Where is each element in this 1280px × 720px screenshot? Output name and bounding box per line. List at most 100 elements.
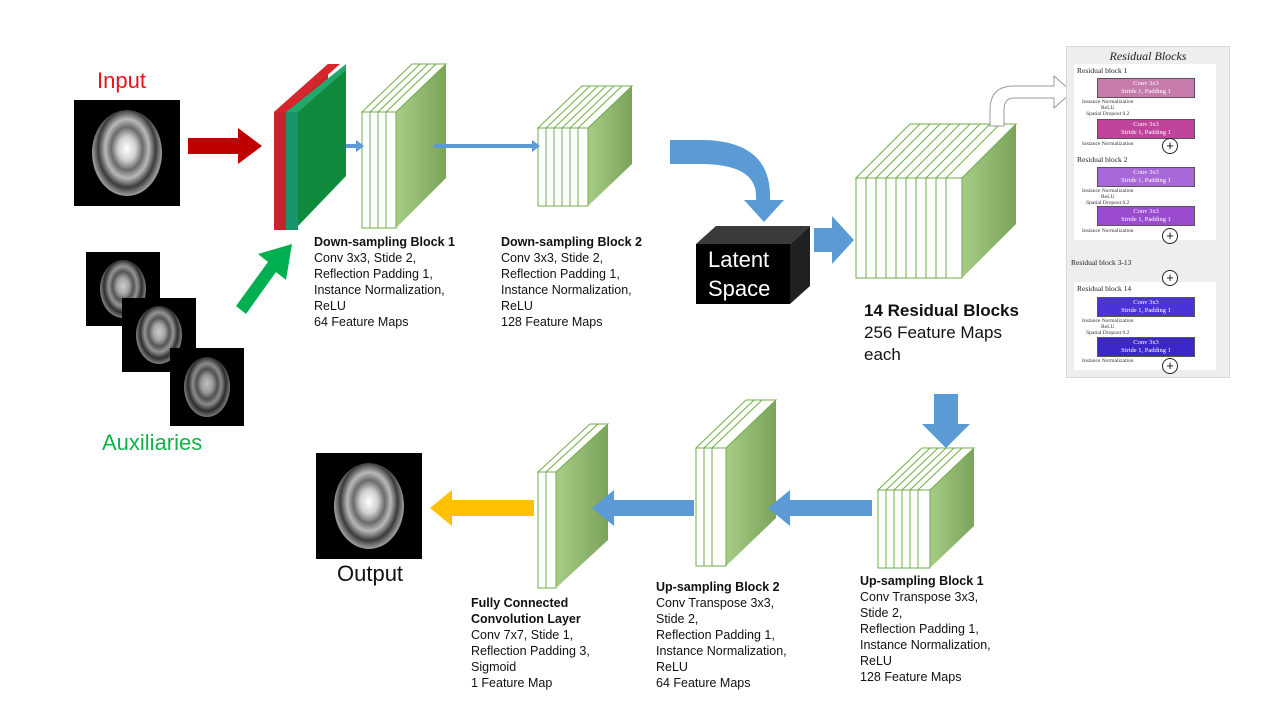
down-block-1-caption: Down-sampling Block 1 Conv 3x3, Stide 2,… bbox=[314, 234, 455, 330]
fc-line: Conv 7x7, Stide 1, bbox=[471, 628, 574, 642]
down-block-1-line: 64 Feature Maps bbox=[314, 315, 409, 329]
conv-label: Conv 3x3 bbox=[1133, 339, 1159, 346]
arrow-to-residual-detail bbox=[989, 74, 1073, 127]
residual-conv-box: Conv 3x3 Stride 1, Padding 1 bbox=[1097, 78, 1195, 98]
down-block-2-title: Down-sampling Block 2 bbox=[501, 235, 642, 249]
residual-conv-box: Conv 3x3 Stride 1, Padding 1 bbox=[1097, 297, 1195, 317]
down-block-1-line: Instance Normalization, bbox=[314, 283, 445, 297]
residual-conv-box: Conv 3x3 Stride 1, Padding 1 bbox=[1097, 119, 1195, 139]
mid-line: Instance Normalization bbox=[1082, 188, 1134, 194]
residual-block-mid-label: Residual block 3-13 bbox=[1071, 258, 1132, 267]
input-mri-image bbox=[74, 100, 180, 206]
conv-params: Stride 1, Padding 1 bbox=[1121, 216, 1171, 223]
fc-line: Reflection Padding 3, bbox=[471, 644, 590, 658]
conv-label: Conv 3x3 bbox=[1133, 121, 1159, 128]
input-layer-stack bbox=[274, 64, 346, 230]
conv-label: Conv 3x3 bbox=[1133, 208, 1159, 215]
down-block-1-line: Reflection Padding 1, bbox=[314, 267, 433, 281]
down-block-1-line: Conv 3x3, Stide 2, bbox=[314, 251, 417, 265]
output-label: Output bbox=[337, 561, 404, 586]
input-label: Input bbox=[97, 68, 146, 93]
latent-line-1: Latent bbox=[708, 247, 770, 272]
residual-title: 14 Residual Blocks bbox=[864, 301, 1019, 320]
up-block-2-line: ReLU bbox=[656, 660, 688, 674]
up-block-1-caption: Up-sampling Block 1 Conv Transpose 3x3, … bbox=[860, 573, 991, 685]
down-block-2-caption: Down-sampling Block 2 Conv 3x3, Stide 2,… bbox=[501, 234, 642, 330]
residual-block-2-label: Residual block 2 bbox=[1077, 155, 1128, 164]
up-block-1-line: 128 Feature Maps bbox=[860, 670, 962, 684]
conv-label: Conv 3x3 bbox=[1133, 299, 1159, 306]
auxiliary-mri-image-3 bbox=[170, 348, 244, 426]
up-block-2-line: Conv Transpose 3x3, bbox=[656, 596, 775, 610]
residual-mid-text: Instance Normalization ReLU Spatial Drop… bbox=[1082, 188, 1133, 206]
fc-title-2: Convolution Layer bbox=[471, 612, 581, 626]
curved-arrow-to-latent bbox=[670, 140, 784, 222]
down-block-2-line: Instance Normalization, bbox=[501, 283, 632, 297]
yellow-output-arrow bbox=[430, 490, 534, 526]
fc-layer bbox=[536, 423, 610, 589]
auxiliaries-label: Auxiliaries bbox=[102, 430, 203, 455]
conv-params: Stride 1, Padding 1 bbox=[1121, 307, 1171, 314]
mid-line: ReLU bbox=[1101, 324, 1115, 330]
residual-norm-text: Instance Normalization bbox=[1082, 358, 1134, 364]
latent-space-label: Latent Space bbox=[708, 245, 770, 303]
fc-line: 1 Feature Map bbox=[471, 676, 553, 690]
add-icon: + bbox=[1162, 358, 1178, 374]
conv-params: Stride 1, Padding 1 bbox=[1121, 347, 1171, 354]
down-block-2-line: 128 Feature Maps bbox=[501, 315, 603, 329]
conv-label: Conv 3x3 bbox=[1133, 169, 1159, 176]
down-block-1-layers bbox=[360, 63, 448, 229]
red-input-arrow bbox=[188, 128, 262, 164]
up-block-2-layers bbox=[694, 399, 778, 567]
up-block-1-line: Instance Normalization, bbox=[860, 638, 991, 652]
arrow-up2-to-fc bbox=[592, 490, 694, 526]
residual-block-14-label: Residual block 14 bbox=[1077, 284, 1132, 293]
up-block-1-title: Up-sampling Block 1 bbox=[860, 574, 984, 588]
mid-line: Instance Normalization bbox=[1082, 99, 1134, 105]
residual-detail-title: Residual Blocks bbox=[1109, 49, 1187, 63]
mid-line: Spatial Dropout 0.2 bbox=[1086, 330, 1130, 336]
arrow-down-to-up1 bbox=[922, 394, 970, 448]
conv-params: Stride 1, Padding 1 bbox=[1121, 129, 1171, 136]
mid-line: Spatial Dropout 0.2 bbox=[1086, 200, 1130, 206]
add-icon: + bbox=[1162, 138, 1178, 154]
residual-mid-text: Instance Normalization ReLU Spatial Drop… bbox=[1082, 99, 1133, 117]
mid-line: Instance Normalization bbox=[1082, 318, 1134, 324]
down-block-2-layers bbox=[536, 85, 634, 207]
green-aux-arrow bbox=[236, 244, 292, 314]
down-block-2-line: Reflection Padding 1, bbox=[501, 267, 620, 281]
residual-blocks-layers bbox=[854, 123, 1018, 279]
up-block-2-line: Reflection Padding 1, bbox=[656, 628, 775, 642]
conv-label: Conv 3x3 bbox=[1133, 80, 1159, 87]
up-block-2-line: Stide 2, bbox=[656, 612, 699, 626]
latent-space-box bbox=[696, 226, 810, 304]
up-block-2-caption: Up-sampling Block 2 Conv Transpose 3x3, … bbox=[656, 579, 787, 691]
down-block-2-line: Conv 3x3, Stide 2, bbox=[501, 251, 604, 265]
fc-line: Sigmoid bbox=[471, 660, 517, 674]
output-mri-image bbox=[316, 453, 422, 559]
up-block-2-title: Up-sampling Block 2 bbox=[656, 580, 780, 594]
down-block-1-title: Down-sampling Block 1 bbox=[314, 235, 455, 249]
up-block-1-line: Reflection Padding 1, bbox=[860, 622, 979, 636]
residual-block-1-label: Residual block 1 bbox=[1077, 66, 1128, 75]
fc-caption: Fully Connected Convolution Layer Conv 7… bbox=[471, 595, 590, 691]
arrow-to-down2 bbox=[346, 140, 540, 152]
arrow-latent-to-residual bbox=[814, 216, 854, 264]
residual-line-2: each bbox=[864, 345, 901, 364]
conv-params: Stride 1, Padding 1 bbox=[1121, 88, 1171, 95]
fc-title-1: Fully Connected bbox=[471, 596, 569, 610]
mid-line: Spatial Dropout 0.2 bbox=[1086, 111, 1130, 117]
mid-line: ReLU bbox=[1101, 194, 1115, 200]
residual-norm-text: Instance Normalization bbox=[1082, 141, 1134, 147]
up-block-1-line: ReLU bbox=[860, 654, 892, 668]
up-block-2-line: Instance Normalization, bbox=[656, 644, 787, 658]
residual-conv-box: Conv 3x3 Stride 1, Padding 1 bbox=[1097, 337, 1195, 357]
residual-conv-box: Conv 3x3 Stride 1, Padding 1 bbox=[1097, 206, 1195, 226]
residual-norm-text: Instance Normalization bbox=[1082, 228, 1134, 234]
residual-caption: 14 Residual Blocks 256 Feature Maps each bbox=[864, 300, 1019, 366]
latent-line-2: Space bbox=[708, 276, 771, 301]
conv-params: Stride 1, Padding 1 bbox=[1121, 177, 1171, 184]
up-block-2-line: 64 Feature Maps bbox=[656, 676, 751, 690]
arrow-up1-to-up2 bbox=[768, 490, 872, 526]
